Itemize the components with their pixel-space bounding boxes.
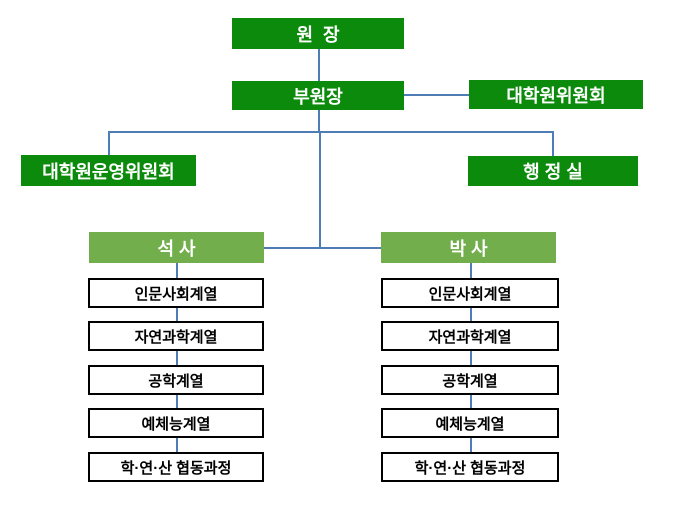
connector-masters-doctoral: [264, 247, 381, 249]
masters-program-box: 공학계열: [88, 365, 264, 395]
connector-drop-admin: [552, 131, 554, 156]
connector-vice-committee: [372, 94, 469, 96]
connector-masters-col: [176, 395, 178, 408]
doctoral-program-box: 인문사회계열: [381, 278, 559, 308]
connector-masters-col: [176, 308, 178, 321]
connector-doctoral-col: [470, 308, 472, 321]
connector-doctoral-col: [470, 438, 472, 452]
node-admin-office: 행 정 실: [468, 156, 638, 186]
masters-program-box: 자연과학계열: [88, 321, 264, 351]
masters-program-box: 예체능계열: [88, 408, 264, 438]
doctoral-program-box: 학·연·산 협동과정: [381, 452, 559, 482]
masters-program-box: 학·연·산 협동과정: [88, 452, 264, 482]
connector-center-down: [319, 131, 321, 248]
doctoral-program-box: 자연과학계열: [381, 321, 559, 351]
connector-masters-col: [176, 263, 178, 278]
connector-drop-operations: [108, 131, 110, 155]
node-graduate-committee: 대학원위원회: [469, 80, 643, 109]
masters-program-box: 인문사회계열: [88, 278, 264, 308]
connector-wide-horizontal: [108, 131, 553, 133]
connector-vice-down: [318, 110, 320, 131]
node-vice-director: 부원장: [232, 81, 404, 110]
connector-masters-col: [176, 438, 178, 452]
connector-doctoral-col: [470, 395, 472, 408]
node-doctoral: 박 사: [381, 232, 556, 263]
connector-doctoral-col: [470, 351, 472, 365]
node-masters: 석 사: [89, 232, 264, 263]
connector-masters-col: [176, 351, 178, 365]
node-operations-committee: 대학원운영위원회: [21, 155, 196, 186]
doctoral-program-box: 공학계열: [381, 365, 559, 395]
node-director: 원 장: [232, 18, 404, 49]
doctoral-program-box: 예체능계열: [381, 408, 559, 438]
connector-doctoral-col: [470, 263, 472, 278]
connector-director-vice: [318, 49, 320, 81]
